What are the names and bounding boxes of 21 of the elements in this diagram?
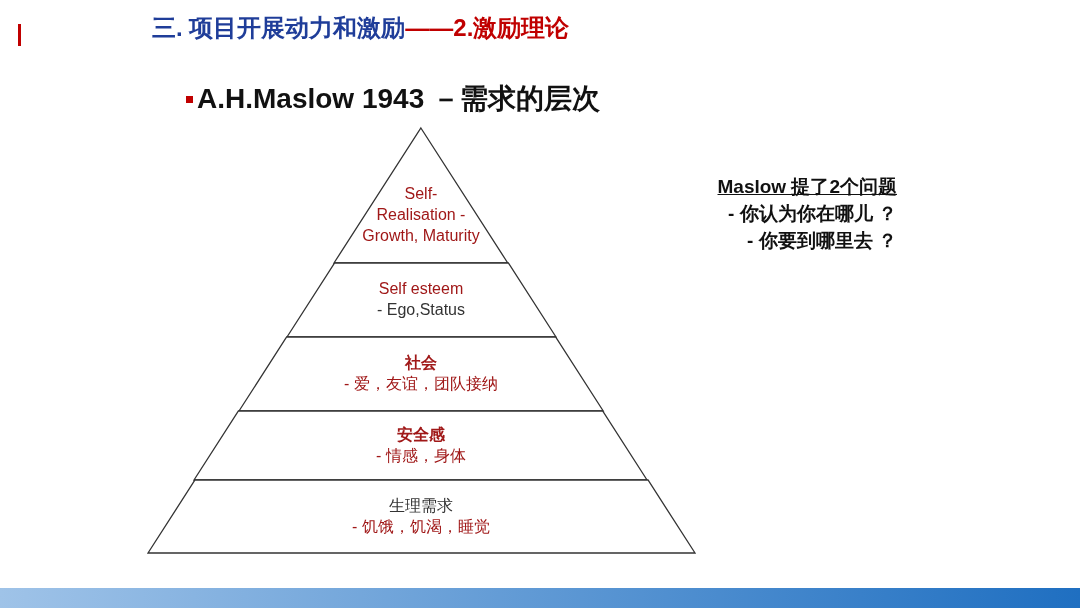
level-description: - 情感，身体 <box>376 445 466 466</box>
level-title: Self esteem <box>378 279 464 300</box>
level-description: - Ego,Status <box>376 300 465 320</box>
level-description: - 饥饿，饥渴，睡觉 <box>352 516 490 537</box>
title: 三. 项目开展动力和激励 <box>152 13 406 43</box>
level-title: 社会 <box>405 353 437 374</box>
heading: A.H.Maslow 1943 －需求的层次 <box>197 82 600 116</box>
title-suffix: ——2.激励理论 <box>405 13 570 43</box>
pyramid-level <box>238 337 604 411</box>
pyramid-level <box>194 411 648 480</box>
pyramid-level <box>286 263 556 337</box>
question-text: - 你认为你在哪儿 ？ <box>728 202 897 226</box>
level-description: Growth, Maturity <box>362 225 480 246</box>
level-title: 安全感 <box>397 424 445 445</box>
level-description: - 爱，友谊，团队接纳 <box>344 374 498 394</box>
question-text: - 你要到哪里去 ？ <box>747 229 897 253</box>
question-heading: Maslow 提了2个问题 <box>717 175 897 199</box>
pyramid-level <box>334 128 508 263</box>
pyramid-level <box>147 480 695 553</box>
level-title: 生理需求 <box>389 495 453 516</box>
level-title: Self- Realisation - <box>375 184 467 226</box>
